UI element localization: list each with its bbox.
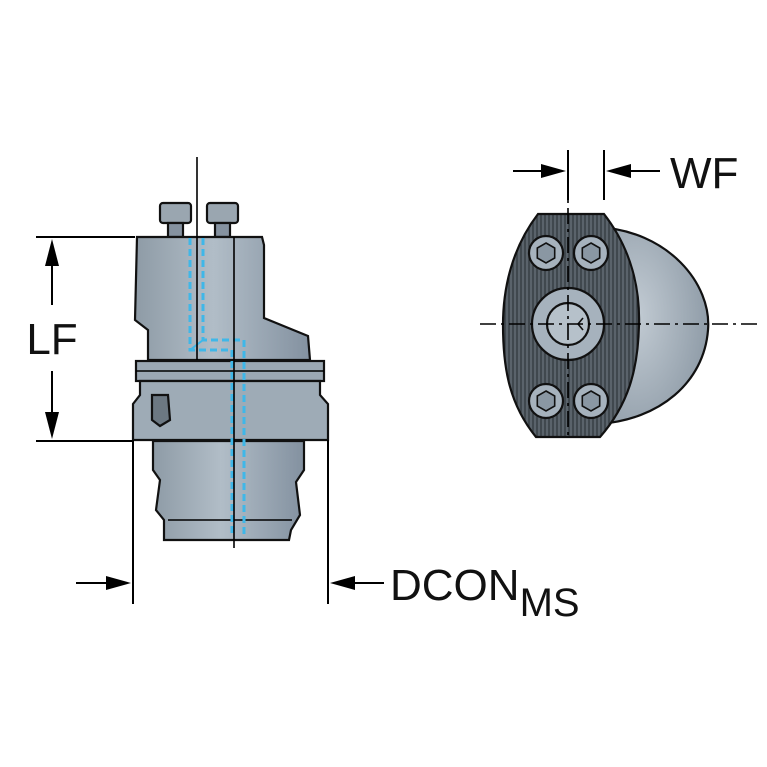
front-view [480, 150, 760, 440]
hex-screw-bottom-left [527, 382, 565, 420]
dcon-label: DCON [390, 561, 520, 610]
hex-screw-top-right [572, 234, 610, 272]
tool-head [133, 235, 312, 362]
clamp-screw-left [158, 201, 193, 239]
svg-text:DCONMS: DCONMS [390, 561, 580, 625]
dcon-subscript: MS [520, 581, 580, 625]
wf-label: WF [670, 149, 738, 198]
hex-screw-bottom-right [572, 382, 610, 420]
side-view [131, 157, 330, 548]
shank [151, 439, 306, 542]
hex-screw-top-left [527, 234, 565, 272]
lf-label: LF [26, 315, 77, 364]
wf-dimension: WF [513, 149, 738, 200]
coolant-channel [188, 238, 234, 536]
lf-dimension: LF [26, 236, 135, 442]
dcon-dimension: DCONMS [76, 440, 580, 625]
clamp-screw-right [205, 201, 240, 239]
